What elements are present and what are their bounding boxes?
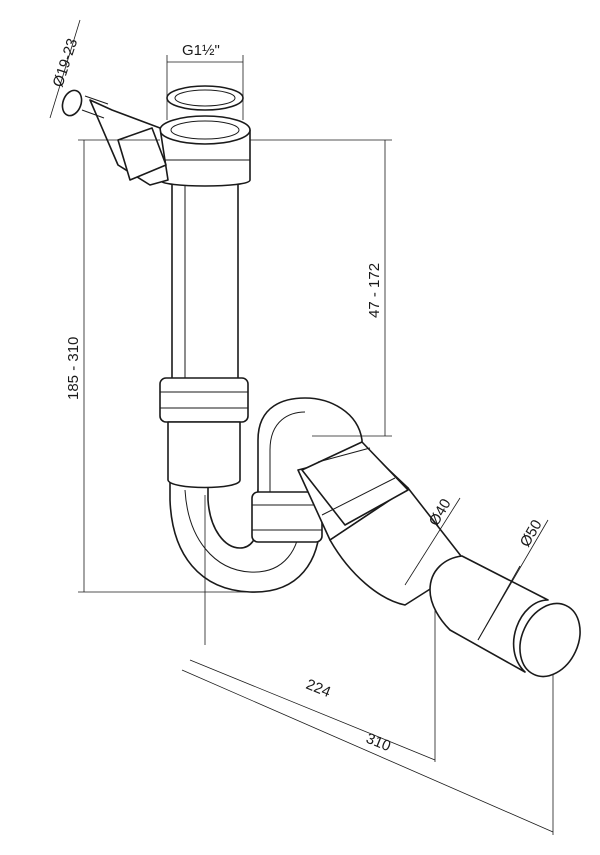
total-height-label: 185 - 310 [65, 337, 82, 400]
dim-thread: G1½" [166, 42, 244, 120]
tailpiece [167, 421, 241, 489]
vertical-tube [171, 169, 239, 386]
top-nut [159, 115, 251, 187]
outlet-diameter-label: Ø50 [517, 517, 546, 550]
dim-offset-long: 310 [181, 669, 554, 835]
trap-elbow [257, 397, 363, 521]
outlet-nut [301, 441, 409, 526]
tube-lower-nut [159, 377, 249, 423]
offset-short-label: 224 [304, 676, 334, 701]
thread-label: G1½" [182, 42, 220, 59]
dim-total-height: 185 - 310 [65, 139, 250, 593]
trap-diameter-label: Ø40 [426, 496, 455, 529]
tube-adjust-label: 47 - 172 [366, 263, 383, 318]
hose-connector [61, 89, 169, 186]
hose-diameter-label: Ø19-23 [50, 36, 82, 89]
dim-tube-adjust: 47 - 172 [250, 139, 392, 437]
top-washer [166, 85, 244, 111]
outlet-end-sleeve [429, 555, 581, 678]
